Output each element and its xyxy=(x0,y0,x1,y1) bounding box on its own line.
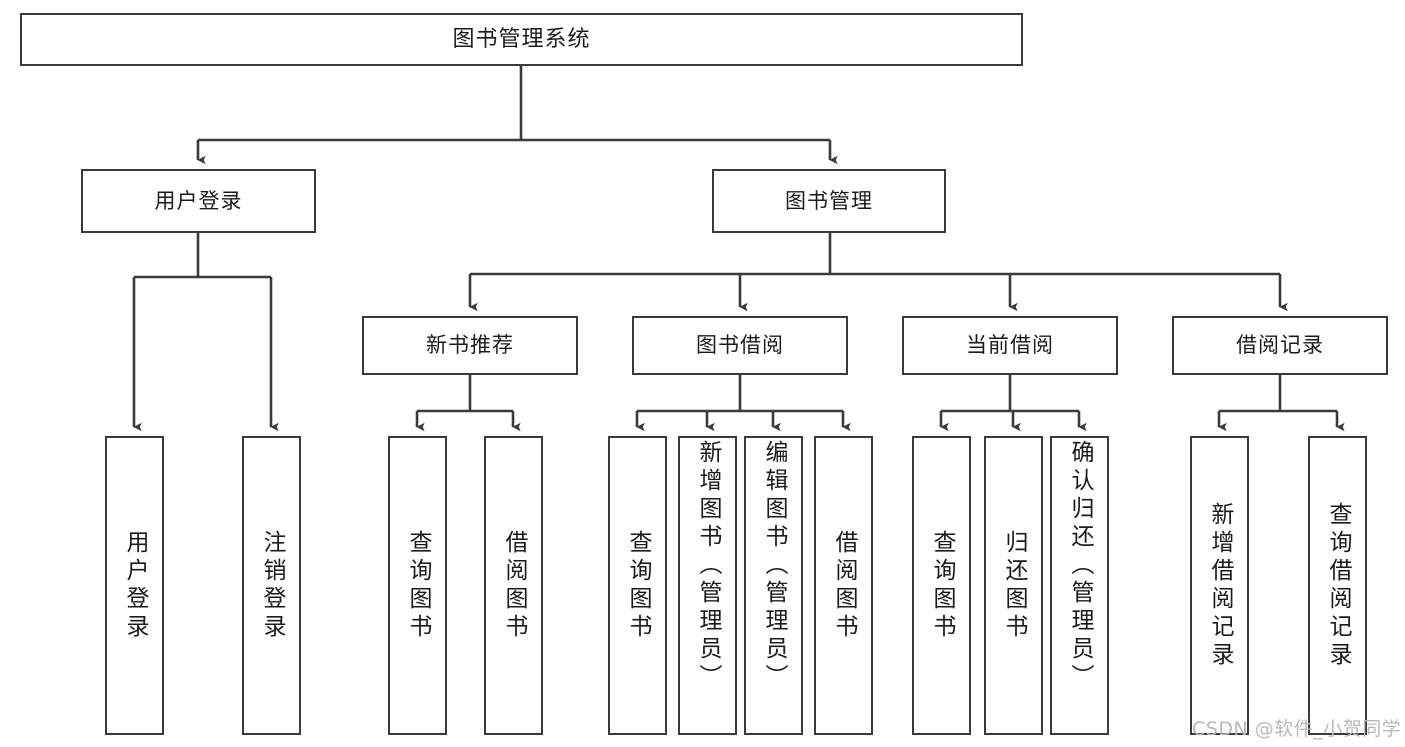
node-book-borrow[interactable]: 图书借阅 xyxy=(632,316,848,375)
edges-newbook-to-leaves xyxy=(415,375,521,432)
node-root-system[interactable]: 图书管理系统 xyxy=(20,13,1023,66)
edges-currentborrow-to-leaves xyxy=(939,375,1087,432)
node-leaf-add-book-admin-label: 新增图书（管理员） xyxy=(695,440,721,692)
node-user-login[interactable]: 用户登录 xyxy=(81,169,316,233)
node-book-borrow-label: 图书借阅 xyxy=(696,333,784,358)
node-leaf-user-login[interactable]: 用户登录 xyxy=(105,436,164,735)
node-root-system-label: 图书管理系统 xyxy=(452,26,591,52)
csdn-watermark: CSDN @软件_小贺同学 xyxy=(1192,718,1402,740)
node-leaf-logout-login[interactable]: 注销登录 xyxy=(242,436,301,735)
node-book-manage[interactable]: 图书管理 xyxy=(712,169,946,233)
node-borrow-record[interactable]: 借阅记录 xyxy=(1172,316,1388,375)
node-borrow-record-label: 借阅记录 xyxy=(1236,333,1324,358)
node-new-book-recommend[interactable]: 新书推荐 xyxy=(362,316,578,375)
node-leaf-query-borrow-record[interactable]: 查询借阅记录 xyxy=(1308,436,1367,735)
edges-bookborrow-to-leaves xyxy=(635,375,851,432)
node-leaf-add-book-admin[interactable]: 新增图书（管理员） xyxy=(678,436,737,735)
node-leaf-logout-login-label: 注销登录 xyxy=(259,529,285,642)
node-leaf-query-borrow-record-label: 查询借阅记录 xyxy=(1325,501,1351,670)
node-leaf-add-borrow-record[interactable]: 新增借阅记录 xyxy=(1190,436,1249,735)
node-new-book-recommend-label: 新书推荐 xyxy=(426,333,514,358)
node-leaf-add-borrow-record-label: 新增借阅记录 xyxy=(1207,501,1233,670)
edges-booklogin-to-leaves xyxy=(132,233,279,432)
node-current-borrow[interactable]: 当前借阅 xyxy=(902,316,1118,375)
node-leaf-borrow-book-2-label: 借阅图书 xyxy=(831,529,857,642)
node-leaf-return-book-label: 归还图书 xyxy=(1001,529,1027,642)
node-leaf-query-book-1-label: 查询图书 xyxy=(405,529,431,642)
node-leaf-query-book-3[interactable]: 查询图书 xyxy=(912,436,971,735)
edges-bookmanage-to-level3 xyxy=(468,233,1288,312)
node-book-manage-label: 图书管理 xyxy=(785,188,873,213)
node-leaf-return-book[interactable]: 归还图书 xyxy=(984,436,1043,735)
node-leaf-query-book-2-label: 查询图书 xyxy=(625,529,651,642)
node-leaf-edit-book-admin[interactable]: 编辑图书（管理员） xyxy=(744,436,803,735)
node-user-login-label: 用户登录 xyxy=(154,188,243,213)
node-leaf-confirm-return-admin[interactable]: 确认归还（管理员） xyxy=(1050,436,1109,735)
node-leaf-user-login-label: 用户登录 xyxy=(122,529,148,642)
edges-root-to-level2 xyxy=(196,66,838,165)
node-leaf-borrow-book-1-label: 借阅图书 xyxy=(501,529,527,642)
node-leaf-query-book-1[interactable]: 查询图书 xyxy=(388,436,447,735)
node-leaf-query-book-3-label: 查询图书 xyxy=(929,529,955,642)
node-leaf-query-book-2[interactable]: 查询图书 xyxy=(608,436,667,735)
node-current-borrow-label: 当前借阅 xyxy=(966,333,1054,358)
node-leaf-confirm-return-admin-label: 确认归还（管理员） xyxy=(1067,440,1093,692)
node-leaf-borrow-book-1[interactable]: 借阅图书 xyxy=(484,436,543,735)
node-leaf-borrow-book-2[interactable]: 借阅图书 xyxy=(814,436,873,735)
edges-borrowrecord-to-leaves xyxy=(1217,375,1345,432)
node-leaf-edit-book-admin-label: 编辑图书（管理员） xyxy=(761,440,787,692)
